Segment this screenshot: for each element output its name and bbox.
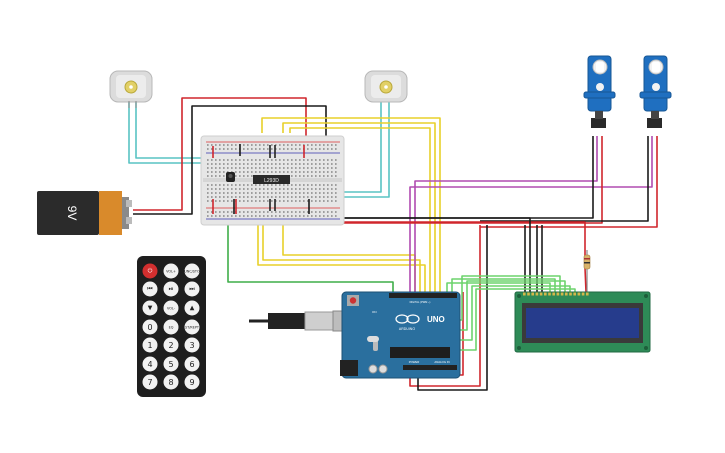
remote-button[interactable]: 5 [163, 356, 179, 372]
remote-button[interactable]: 7 [142, 374, 158, 390]
remote-button-label: 2 [168, 341, 173, 350]
servo-right [639, 55, 672, 128]
remote-button[interactable]: ⏮ [142, 281, 158, 297]
lcd-pins [523, 292, 589, 296]
wire-lcd-data-6 [457, 288, 576, 351]
remote-button-label: 4 [147, 360, 152, 369]
wire-magenta-servo-right [409, 136, 653, 293]
remote-button-label: 6 [189, 360, 194, 369]
breadboard-jumpers [212, 144, 310, 214]
remote-button-label: 0 [147, 323, 152, 332]
wire-yellow-5 [262, 206, 421, 293]
remote-button-label: ⏭ [189, 286, 195, 293]
arduino-on-label: ON [372, 310, 377, 314]
wire-black-servo-left [345, 136, 594, 219]
resistor [583, 250, 591, 292]
ic-chip-label: L293D [264, 178, 279, 184]
remote-button[interactable]: ▲ [184, 300, 200, 316]
remote-button-label: 7 [147, 378, 152, 387]
remote-button[interactable]: 4 [142, 356, 158, 372]
remote-button-label: ▼ [148, 305, 153, 312]
arduino-analog-label: ANALOG IN [434, 360, 449, 364]
remote-buttons: ⏻ VOL+ FUNC/STOP ⏮ ⏯ ⏭ ▼ VOL- ▲ 0 EQ ST/REPT 1 2 3 4 5 6 7… [142, 263, 202, 390]
remote-button-label: 1 [147, 341, 152, 350]
remote-button[interactable]: ⏭ [184, 281, 200, 297]
remote-button[interactable]: ⏻ [142, 263, 158, 279]
remote-button[interactable]: 2 [163, 337, 179, 353]
battery-label: 9V [65, 206, 79, 221]
remote-button[interactable]: ⏯ [163, 281, 179, 297]
remote-button[interactable]: 9 [184, 374, 200, 390]
arduino-power-label: POWER [409, 360, 420, 364]
remote-button-label: EQ [169, 326, 174, 330]
remote-button[interactable]: 0 [142, 319, 158, 335]
wire-yellow-4 [257, 206, 426, 293]
remote-button-label: 3 [189, 341, 194, 350]
remote-button[interactable]: ST/REPT [184, 319, 200, 335]
wires [128, 97, 658, 391]
remote-button[interactable]: 6 [184, 356, 200, 372]
dc-motor-right [364, 70, 408, 103]
wire-yellow-3 [289, 127, 431, 293]
arduino-logo-text: UNO [427, 315, 445, 324]
breadboard-holes [207, 144, 337, 217]
wire-magenta-servo-left [414, 136, 598, 293]
wire-teal-motor-left-a [128, 101, 215, 164]
remote-button-label: 5 [168, 360, 173, 369]
wire-red-rail [340, 221, 587, 293]
remote-button[interactable]: ▼ [142, 300, 158, 316]
remote-button[interactable]: 8 [163, 374, 179, 390]
remote-button-label: VOL- [167, 307, 176, 311]
remote-button-label: ⏯ [169, 286, 174, 293]
arduino-brand: ARDUINO [399, 327, 415, 331]
ir-receiver [226, 172, 235, 182]
remote-button[interactable]: VOL+ [163, 263, 179, 279]
remote-button-label: ⏻ [148, 268, 153, 275]
wire-black-rail [340, 217, 531, 292]
ic-chip: L293D [253, 175, 290, 184]
remote-button[interactable]: EQ [163, 319, 179, 335]
wire-lcd-data-4 [457, 280, 566, 331]
remote-button-label: ▲ [190, 305, 195, 312]
dc-motor-left [109, 70, 153, 108]
servo-left [583, 55, 616, 128]
remote-button-label: 9 [189, 378, 194, 387]
remote-button-label: VOL+ [166, 270, 176, 274]
remote-button[interactable]: VOL- [163, 300, 179, 316]
wire-yellow-2 [282, 122, 436, 293]
remote-button-label: ST/REPT [185, 326, 200, 330]
remote-button-label: 8 [168, 378, 173, 387]
wire-black-servo-right [480, 136, 649, 222]
remote-button-label: FUNC/STOP [182, 270, 201, 274]
remote-button[interactable]: FUNC/STOP [182, 263, 202, 279]
wire-green-ir [227, 206, 394, 293]
wire-lcd-data-5 [457, 285, 571, 341]
wire-red-servo-right [480, 136, 658, 228]
arduino-uno: UNO ARDUINO DIGITAL (PWM ~) POWER ANALOG… [340, 291, 461, 379]
remote-button[interactable]: 1 [142, 337, 158, 353]
remote-button[interactable]: 3 [184, 337, 200, 353]
battery-9v: 9V [37, 191, 132, 235]
wire-red-servo-left [310, 136, 603, 224]
ir-remote: ⏻ VOL+ FUNC/STOP ⏮ ⏯ ⏭ ▼ VOL- ▲ 0 EQ ST/REPT 1 2 3 4 5 6 7… [137, 256, 206, 397]
remote-button-label: ⏮ [147, 286, 153, 293]
lcd-16x2 [514, 291, 651, 353]
wire-battery-red [133, 97, 307, 211]
wire-yellow-1 [261, 117, 441, 293]
wire-black-arduino-gnd [417, 225, 488, 391]
arduino-digital-label: DIGITAL (PWM ~) [410, 300, 431, 304]
